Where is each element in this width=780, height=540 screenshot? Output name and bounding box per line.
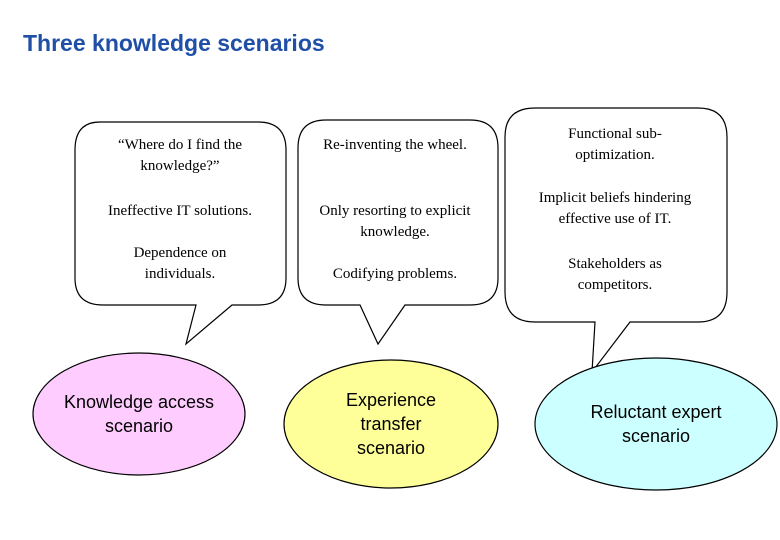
bubble-2-line-2: Only resorting to explicit knowledge. xyxy=(319,203,471,240)
speech-bubble-2 xyxy=(297,119,499,346)
scenario-label-1: Knowledge access scenario xyxy=(63,392,215,436)
bubble-2-line-3: Codifying problems. xyxy=(332,266,458,282)
bubble-1-line-3: Dependence on individuals. xyxy=(133,245,227,282)
scenario-ellipse-3 xyxy=(534,357,778,491)
speech-bubble-1 xyxy=(74,121,287,346)
bubble-3-line-2: Implicit beliefs hindering effective use… xyxy=(538,190,692,227)
bubble-2-line-1: Re-inventing the wheel. xyxy=(323,137,467,153)
scenario-label-3: Reluctant expert scenario xyxy=(590,402,722,446)
bubble-1-line-1: “Where do I find the knowledge?” xyxy=(117,137,243,174)
scenario-label-2: Experience transfer scenario xyxy=(345,390,437,458)
page-title: Three knowledge scenarios xyxy=(23,30,325,56)
scenario-ellipse-1 xyxy=(32,352,246,476)
scenario-ellipse-2 xyxy=(283,359,499,489)
bubble-1-line-2: Ineffective IT solutions. xyxy=(108,203,252,219)
bubble-3-line-3: Stakeholders as competitors. xyxy=(568,256,662,293)
speech-bubble-3 xyxy=(504,107,728,374)
bubble-3-line-1: Functional sub-optimization. xyxy=(568,126,662,163)
